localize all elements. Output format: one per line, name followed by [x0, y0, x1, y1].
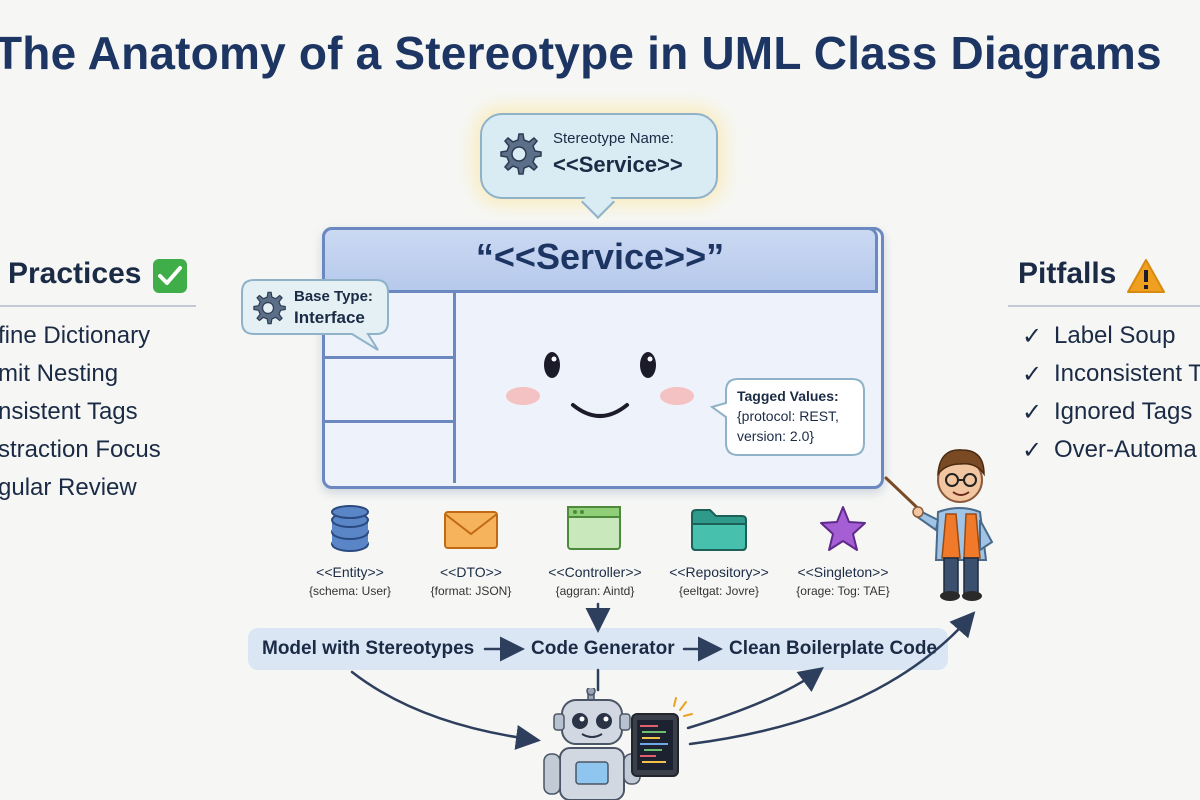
stereotype-name: <<Repository>>	[669, 564, 769, 580]
pipeline-step: Model with Stereotypes	[262, 638, 475, 659]
stereotype-tag: {orage: Tog: TAE}	[796, 584, 890, 598]
stereotype-tag: {schema: User}	[308, 584, 392, 598]
star-icon	[820, 506, 866, 551]
best-practice-item: gular Review	[0, 474, 137, 501]
pitfall-item: Over-Automa	[1054, 436, 1197, 463]
stereotype-tag: {aggran: Aintd}	[555, 584, 635, 598]
best-practices-title: Practices	[8, 257, 142, 290]
check-mark-icon	[153, 259, 187, 293]
stereotype-name: <<Controller>>	[548, 564, 642, 580]
stereotype-name: <<DTO>>	[439, 564, 502, 580]
stereotype-name: <<Singleton>>	[797, 564, 889, 580]
stereotype-name-value: <<Service>>	[553, 152, 683, 177]
pipeline-bar	[248, 628, 948, 670]
tagged-values-label: Tagged Values:	[737, 388, 839, 404]
pitfall-check-icon: ✓	[1022, 323, 1043, 350]
robot-icon	[543, 688, 693, 800]
stereotype-name: <<Entity>>	[316, 564, 384, 580]
page-title: The Anatomy of a Stereotype in UML Class…	[0, 27, 1162, 79]
browser-window-icon	[567, 506, 621, 550]
gear-icon	[253, 291, 286, 325]
pitfall-check-icon: ✓	[1022, 437, 1043, 464]
best-practice-item: nsistent Tags	[0, 398, 138, 425]
envelope-icon	[444, 511, 498, 549]
compartment-divider	[322, 356, 453, 359]
teacher-character-icon	[884, 449, 994, 601]
pitfall-item: Label Soup	[1054, 322, 1176, 349]
divider	[0, 305, 196, 307]
compartment-divider	[322, 420, 453, 423]
pitfall-item: Inconsistent T	[1054, 360, 1200, 387]
stereotype-tag: {eeltgat: Jovre}	[678, 584, 760, 598]
stereotype-name-label: Stereotype Name:	[553, 130, 674, 147]
stereotype-tag: {format: JSON}	[430, 584, 512, 598]
database-icon	[331, 505, 369, 552]
pipeline-step: Clean Boilerplate Code	[729, 638, 937, 659]
uml-class-header	[322, 227, 878, 293]
pitfall-check-icon: ✓	[1022, 399, 1043, 426]
best-practice-item: mit Nesting	[0, 360, 119, 387]
pitfall-item: Ignored Tags	[1054, 398, 1193, 425]
tagged-values-line: {protocol: REST,	[737, 408, 839, 424]
tagged-values-callout	[710, 378, 865, 456]
base-type-value: Interface	[294, 308, 365, 327]
warning-icon	[1127, 259, 1165, 293]
smiley-face-icon	[506, 352, 694, 418]
tagged-values-line: version: 2.0}	[737, 428, 815, 444]
pipeline-step: Code Generator	[531, 638, 675, 659]
best-practice-item: straction Focus	[0, 436, 161, 463]
folder-icon	[691, 509, 747, 551]
divider	[1008, 305, 1200, 307]
uml-class-name: “<<Service>>”	[475, 236, 725, 277]
base-type-label: Base Type:	[294, 288, 373, 305]
pitfalls-title: Pitfalls	[1018, 257, 1117, 290]
gear-icon	[500, 133, 542, 175]
best-practice-item: fine Dictionary	[0, 322, 151, 349]
compartment-divider	[453, 293, 456, 483]
pitfall-check-icon: ✓	[1022, 361, 1043, 388]
